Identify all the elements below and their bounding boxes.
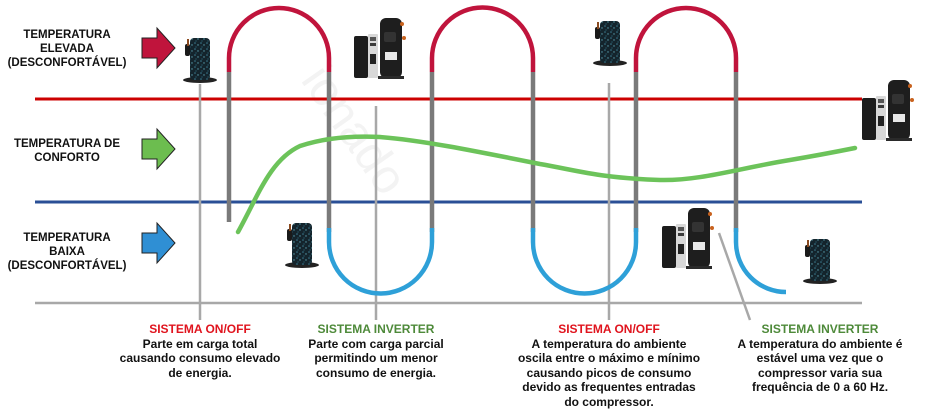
onoff-compressor-icon [285, 223, 319, 268]
caption-title: SISTEMA ON/OFF [149, 322, 251, 336]
wave-hot-peak [226, 5, 332, 72]
caption-line: permitindo um menor [314, 351, 438, 365]
wave-cold-trough [326, 228, 435, 296]
wave-cold-trough [530, 228, 639, 296]
low-temperature-arrow-icon [141, 221, 176, 265]
inverter-temperature-curve [235, 134, 858, 235]
zone-label-low: TEMPERATURA BAIXA (DESCONFORTÁVEL) [2, 231, 132, 273]
onoff-compressor-icon [803, 239, 837, 284]
comfort-temperature-arrow-icon [141, 127, 176, 171]
inverter-compressor-icon [662, 208, 714, 269]
zone-label-line: BAIXA [49, 246, 85, 258]
high-temperature-arrow-icon [141, 26, 176, 70]
caption-line: Parte com carga parcial [308, 336, 444, 351]
caption-line: A temperatura do ambiente é [737, 336, 903, 351]
inverter-compressor-icon [354, 18, 406, 79]
wave-hot-peak [429, 5, 536, 72]
caption-line: causando picos de consumo [526, 365, 692, 380]
caption-title: SISTEMA ON/OFF [558, 322, 660, 336]
caption-inverter-part-load: SISTEMA INVERTER Parte com carga parcial… [276, 322, 476, 380]
zone-label-line: CONFORTO [34, 152, 100, 164]
zone-label-line: (DESCONFORTÁVEL) [7, 260, 127, 272]
caption-line: do compressor. [564, 394, 654, 409]
caption-line: oscila entre o máximo e mínimo [517, 351, 701, 365]
caption-line: estável uma vez que o [756, 351, 884, 365]
zone-label-line: TEMPERATURA DE [13, 138, 121, 150]
zone-label-line: TEMPERATURA [23, 29, 111, 41]
inverter-compressor-icon [862, 80, 914, 141]
onoff-compressor-icon [593, 21, 627, 66]
callout-line-inverter-2 [717, 232, 752, 321]
caption-line: frequência de 0 a 60 Hz. [751, 380, 889, 394]
caption-line: de energia. [168, 365, 232, 380]
caption-inverter-stable: SISTEMA INVERTER A temperatura do ambien… [722, 322, 918, 395]
caption-line: causando consumo elevado [119, 351, 281, 365]
zone-label-line: (DESCONFORTÁVEL) [7, 57, 127, 69]
wave-cold-trough [733, 228, 787, 295]
onoff-temperature-wave [226, 5, 787, 296]
caption-line: A temperatura do ambiente [531, 336, 687, 351]
caption-line: compressor varia sua [757, 365, 883, 380]
zone-label-high: TEMPERATURA ELEVADA (DESCONFORTÁVEL) [2, 28, 132, 70]
caption-title: SISTEMA INVERTER [761, 322, 879, 336]
caption-line: consumo de energia. [315, 365, 437, 380]
zone-label-line: ELEVADA [39, 43, 95, 55]
zone-label-line: TEMPERATURA [23, 232, 111, 244]
caption-onoff-part-load: SISTEMA ON/OFF Parte em carga total caus… [100, 322, 300, 380]
zone-label-comfort: TEMPERATURA DE CONFORTO [2, 137, 132, 165]
caption-onoff-oscillation: SISTEMA ON/OFF A temperatura do ambiente… [500, 322, 718, 409]
wave-hot-peak [633, 5, 739, 72]
caption-title: SISTEMA INVERTER [317, 322, 435, 336]
caption-line: devido as frequentes entradas [522, 380, 696, 394]
caption-line: Parte em carga total [142, 336, 258, 351]
onoff-compressor-icon [183, 38, 217, 83]
